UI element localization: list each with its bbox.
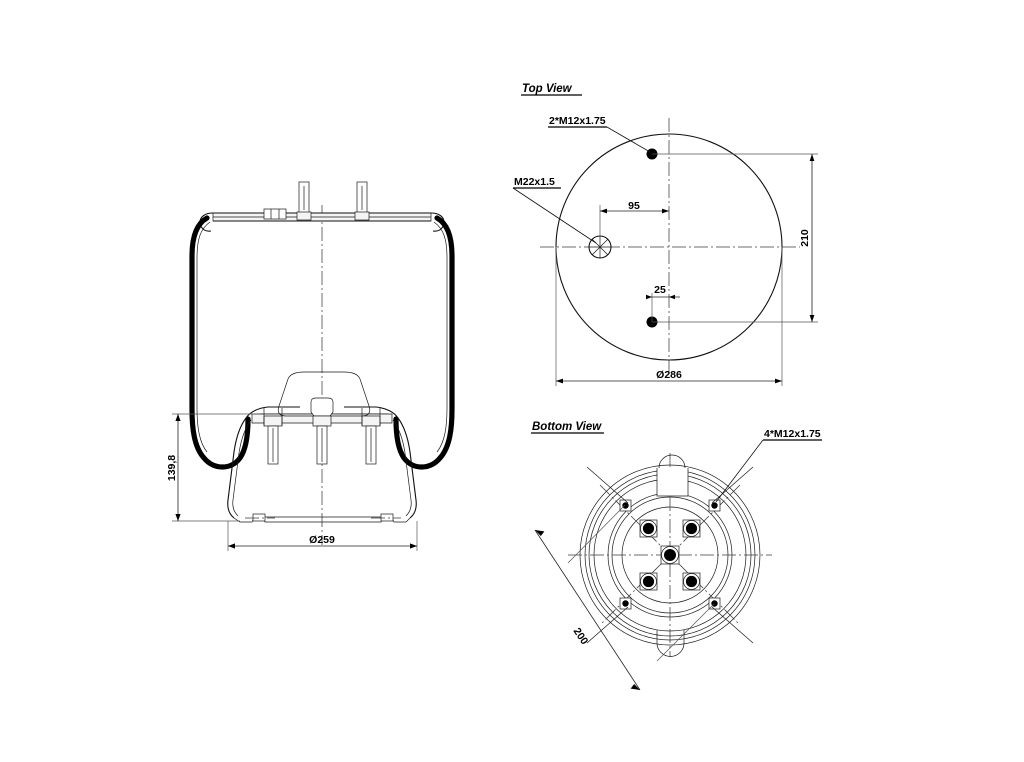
bellows-left-rubber: [189, 215, 251, 470]
dim25-arrow-left: [646, 294, 652, 300]
inner-stud-nw: [639, 519, 658, 538]
bottom-view-title: Bottom View: [532, 421, 602, 433]
inner-stud-sw-hole: [642, 575, 655, 588]
piston-bottom-plate: [233, 515, 411, 523]
top-view-title: Top View: [522, 83, 573, 95]
dim200-arrow-b: [630, 684, 640, 690]
callout-4-m12-text: 4*M12x1.75: [764, 428, 821, 440]
callout-2-m12-leader: [606, 126, 651, 153]
dimension-height: 139,8: [166, 413, 260, 522]
piston-stud-right: [361, 408, 381, 465]
dim25-arrow-right: [669, 294, 675, 300]
piston-foot-left: [252, 513, 266, 522]
outer-bolt-ne-hole: [711, 502, 718, 509]
dim286-arrow-left: [556, 378, 563, 384]
callout-m22-leader: [512, 187, 597, 244]
outer-bolt-sw-hole: [622, 600, 629, 607]
piston-stud-left-nut: [263, 415, 283, 427]
dimension-25: 25: [646, 284, 680, 322]
top-plate-assembly: [199, 208, 445, 232]
side-view-group: 139,8 Ø259: [166, 181, 455, 551]
bottom-view-bottom-lug-arc: [656, 642, 685, 657]
piston-wall-right-outer: [397, 417, 417, 519]
internal-bumper: [277, 371, 371, 417]
top-stud-right: [354, 181, 370, 221]
bellows-left-inner: [196, 221, 211, 453]
dim200-ext-b: [656, 603, 715, 662]
center-port-hole: [664, 549, 676, 561]
bottom-view-inner-studs: [639, 519, 701, 591]
top-stud-left: [296, 181, 312, 221]
dim200-text: 200: [571, 626, 591, 647]
top-stud-right-nut: [354, 211, 370, 221]
dim95-arrow-right: [662, 208, 669, 214]
callout-m22: M22x1.5: [512, 176, 597, 244]
inner-stud-se: [682, 572, 701, 591]
dimension-210: 210: [652, 153, 818, 323]
top-plate-boss: [263, 208, 287, 220]
bellows-right-rubber: [393, 215, 455, 470]
d259-arrow-right: [410, 543, 417, 549]
inner-stud-nw-hole: [642, 522, 655, 535]
piston-wall-right-inner: [392, 419, 412, 517]
height-arrow-bottom: [175, 514, 181, 521]
dim210-arrow-top: [809, 154, 815, 161]
bottom-view-tick-nw: [586, 466, 629, 504]
callout-2-m12-text: 2*M12x1.75: [549, 115, 606, 127]
bumper-center-sleeve: [310, 397, 334, 417]
dim25-text: 25: [654, 284, 666, 296]
bellows-right-inner: [433, 221, 448, 453]
piston-stud-right-nut: [361, 415, 381, 427]
piston-stud-center-nut: [312, 415, 332, 427]
dim200-ext-a: [567, 504, 626, 564]
height-dimension-text: 139,8: [166, 455, 178, 481]
callout-2-m12: 2*M12x1.75: [548, 115, 651, 153]
outer-bolt-sw: [619, 597, 632, 610]
dimension-286: Ø286: [555, 247, 783, 386]
outer-bolt-ne: [708, 499, 721, 512]
inner-stud-ne: [682, 519, 701, 538]
inner-stud-sw: [639, 572, 658, 591]
top-stud-left-nut: [296, 211, 312, 221]
dim200-dim-line: [534, 529, 641, 691]
d259-arrow-left: [228, 543, 235, 549]
callout-4-m12-leader: [715, 439, 764, 503]
callout-4-m12: 4*M12x1.75: [715, 428, 822, 503]
bottom-view-outer-bolts: [619, 499, 721, 610]
dim95-arrow-left: [600, 208, 607, 214]
bottom-view-top-lug-arc: [658, 454, 686, 469]
dim95-text: 95: [628, 200, 640, 212]
outer-bolt-nw: [619, 499, 632, 512]
dim286-arrow-right: [775, 378, 782, 384]
dimension-diameter-259: Ø259: [227, 521, 418, 551]
dim210-arrow-bottom: [809, 315, 815, 322]
piston-foot-right: [380, 513, 394, 522]
bottom-view-group: Bottom View: [531, 421, 822, 691]
bottom-view-tick-ne: [711, 466, 754, 504]
piston-flange-right: [344, 406, 399, 419]
dim286-text: Ø286: [656, 369, 682, 381]
top-view-group: Top View 2*M12x1.75: [512, 83, 818, 386]
dim210-text: 210: [799, 229, 811, 247]
dimension-95: 95: [599, 200, 669, 247]
callout-m22-text: M22x1.5: [514, 176, 555, 188]
piston-wall-left-outer: [227, 417, 247, 519]
d259-dimension-text: Ø259: [309, 534, 335, 546]
outer-bolt-nw-hole: [622, 502, 629, 509]
inner-stud-ne-hole: [685, 522, 698, 535]
height-arrow-top: [175, 414, 181, 421]
dim200-arrow-a: [535, 530, 545, 536]
piston-wall-left-inner: [232, 419, 252, 517]
bumper-body: [277, 371, 371, 417]
piston-flange-left: [245, 406, 300, 419]
piston-stud-center: [312, 415, 332, 465]
bottom-view-top-lug: [656, 468, 689, 497]
bottom-view-tick-se: [711, 606, 754, 644]
center-port: [660, 545, 680, 565]
bottom-view-tick-sw: [586, 606, 629, 644]
inner-stud-se-hole: [685, 575, 698, 588]
piston-stud-left: [263, 408, 283, 465]
